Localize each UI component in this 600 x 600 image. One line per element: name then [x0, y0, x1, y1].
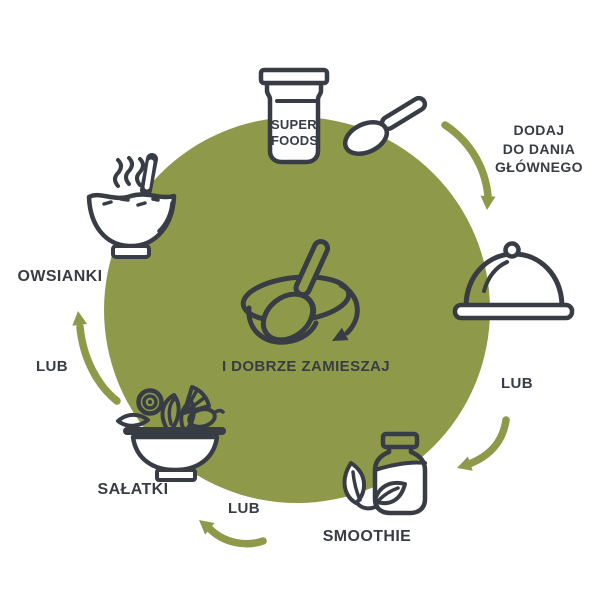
step-main-dish-label: DODAJ DO DANIA GŁÓWNEGO: [459, 121, 600, 177]
arrowhead: [480, 195, 496, 210]
step-smoothie-label: SMOOTHIE: [322, 528, 412, 545]
steam-icon: [124, 156, 134, 186]
main-dish-line3: GŁÓWNEGO: [495, 159, 583, 175]
main-dish-line1: DODAJ: [513, 122, 565, 138]
connector-lub-left: LUB: [35, 358, 69, 375]
porridge-bowl-steam-icon: [86, 153, 177, 259]
spoon-icon: [342, 95, 428, 156]
salad-bowl-icon: [116, 385, 226, 482]
cloche-icon: [452, 241, 575, 321]
center-label: I DOBRZE ZAMIESZAJ: [221, 358, 391, 375]
curved-arrow-to-main-dish: [441, 121, 496, 210]
curved-arrow-to-oatmeal: [72, 311, 121, 405]
arrowhead: [72, 311, 88, 326]
superfoods-jar-icon: [258, 67, 330, 165]
jar-label-line2: FOODS: [271, 133, 319, 148]
curved-arrow-to-smoothie: [457, 416, 510, 471]
arrowhead: [457, 456, 473, 471]
stir-arrowhead: [332, 327, 349, 341]
curved-arrow-to-salads: [199, 520, 267, 548]
jar-label: SUPER FOODS: [271, 117, 321, 149]
main-dish-line2: DO DANIA: [502, 140, 576, 157]
step-salads-label: SAŁATKI: [97, 481, 169, 498]
connector-lub-right: LUB: [500, 375, 534, 392]
step-oatmeal-label: OWSIANKI: [17, 268, 103, 285]
steam-icon: [113, 158, 123, 188]
jar-label-line1: SUPER: [271, 117, 317, 132]
smoothie-bottle-leaves-icon: [342, 431, 428, 516]
steam-icon: [135, 157, 145, 187]
arrowhead: [199, 520, 215, 535]
stirring-spoon-bowl-icon: [240, 239, 360, 345]
connector-lub-bottom: LUB: [227, 500, 261, 517]
